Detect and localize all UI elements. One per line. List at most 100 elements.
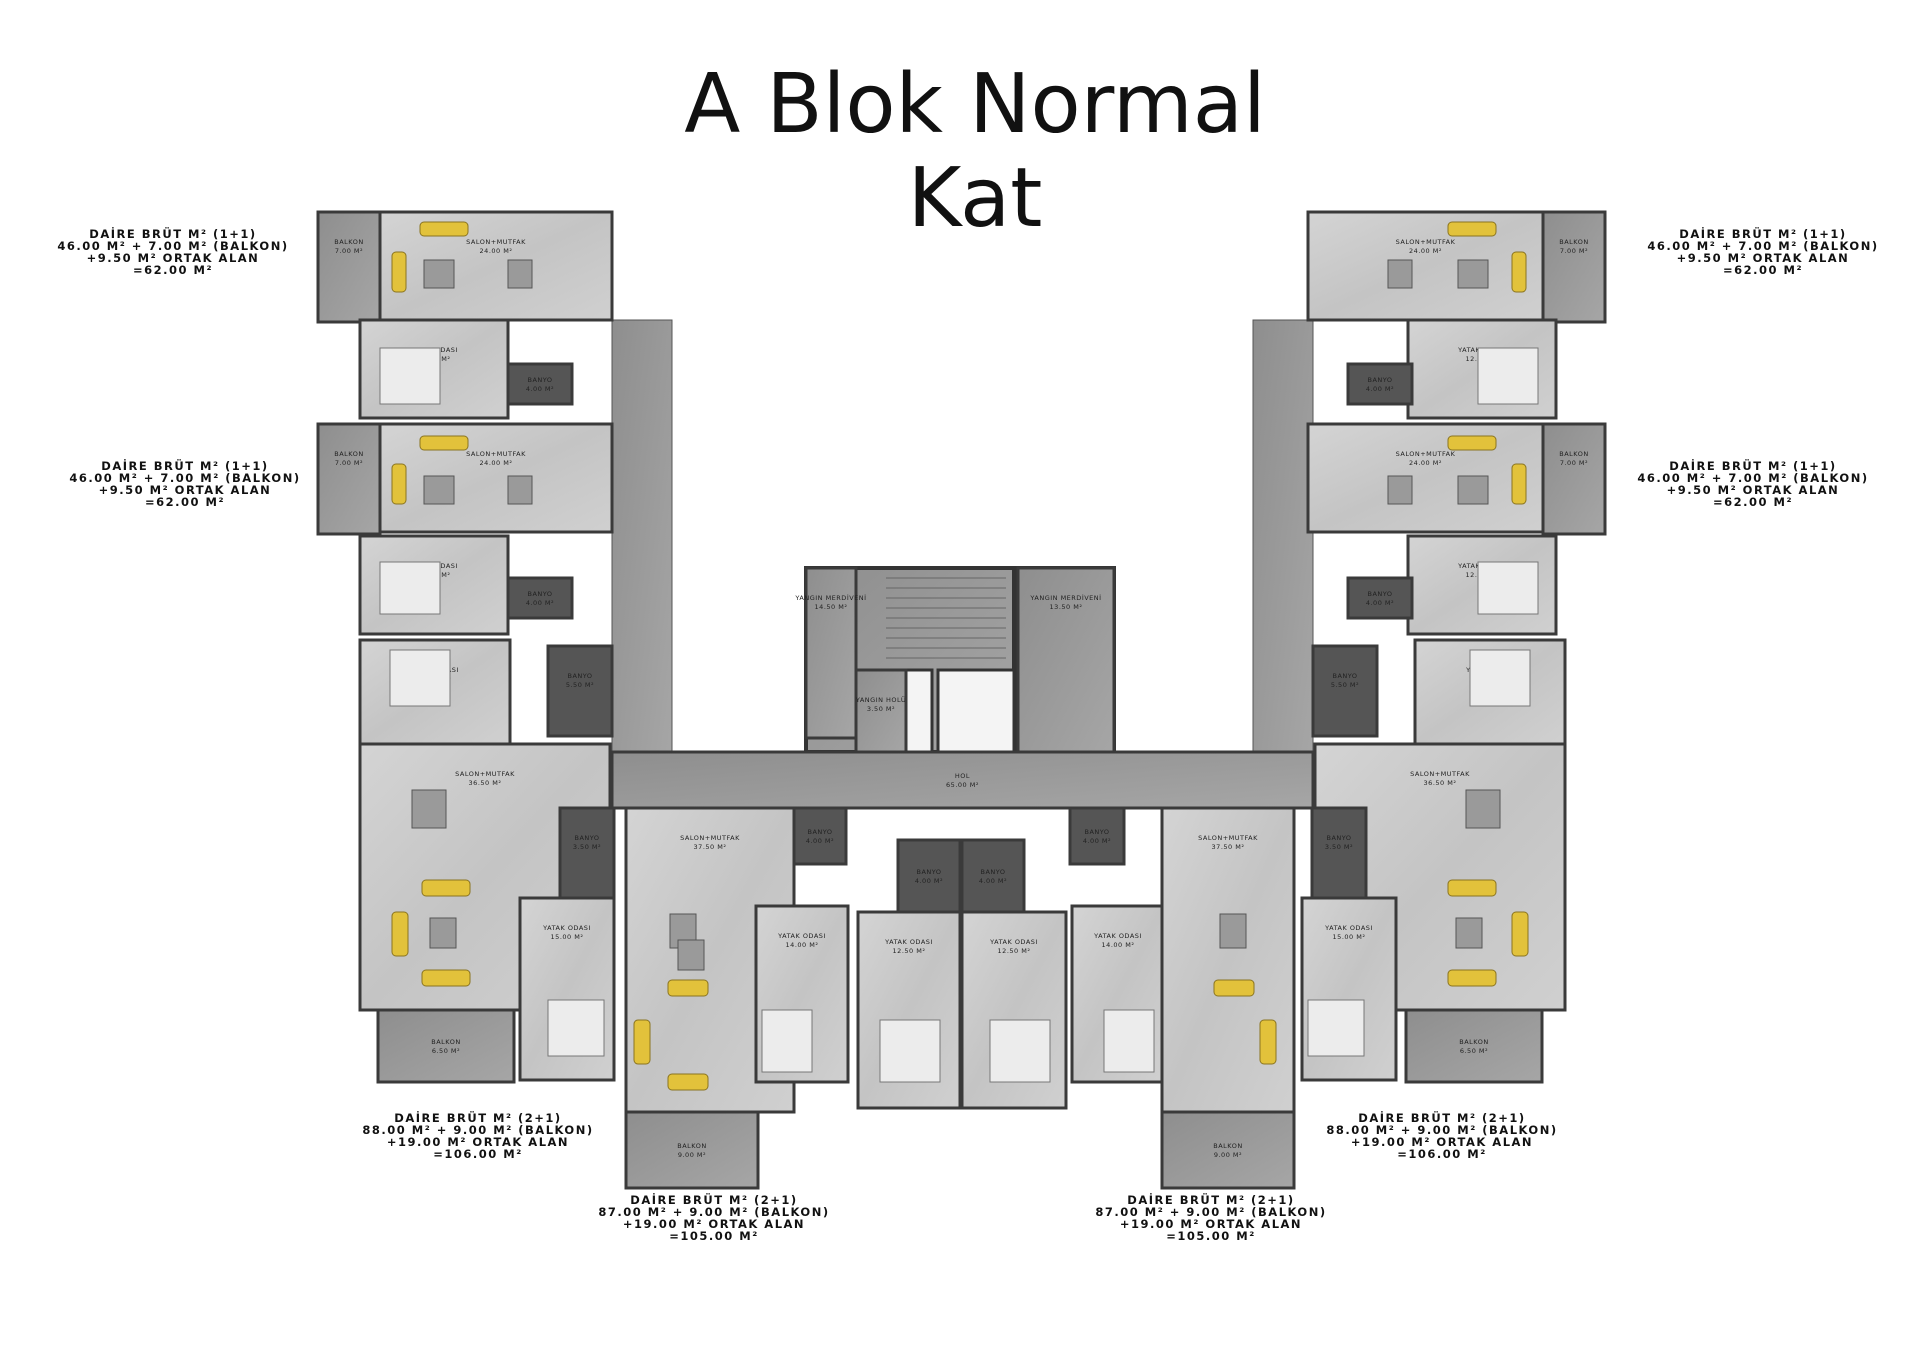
room-area: 24.00 M²	[1409, 459, 1442, 467]
room-name: BANYO	[981, 868, 1006, 876]
sofa-10	[421, 969, 471, 987]
sofa-2	[419, 435, 469, 451]
room-area: 24.00 M²	[480, 247, 513, 255]
table-2	[423, 475, 455, 505]
unit-summary-line: 88.00 M² + 9.00 M² (BALKON)	[1326, 1123, 1557, 1137]
table-6	[1387, 475, 1413, 505]
bed-9	[989, 1019, 1051, 1083]
unit-summary-line: =105.00 M²	[669, 1229, 759, 1243]
room-name: SALON+MUTFAK	[466, 238, 526, 246]
bed-8	[879, 1019, 941, 1083]
room-name: BALKON	[1459, 1038, 1488, 1046]
room-name: BANYO	[1368, 376, 1393, 384]
room-name: BANYO	[1368, 590, 1393, 598]
sofa-13	[1447, 969, 1497, 987]
page-title: A Blok Normal Kat	[0, 58, 1920, 246]
unit-summary-line: DAİRE BRÜT M² (2+1)	[1127, 1192, 1294, 1207]
room-name: BANYO	[1327, 834, 1352, 842]
bed-5	[1469, 649, 1531, 707]
unit-summary-line: +9.50 M² ORTAK ALAN	[1677, 251, 1850, 265]
room-name: BANYO	[528, 376, 553, 384]
unit-summary-line: DAİRE BRÜT M² (2+1)	[630, 1192, 797, 1207]
room-area: 4.00 M²	[1366, 385, 1394, 393]
unit-summary-3: DAİRE BRÜT M² (1+1)46.00 M² + 7.00 M² (B…	[1637, 458, 1867, 509]
unit-summary-line: +19.00 M² ORTAK ALAN	[1120, 1217, 1302, 1231]
unit-summary-6: DAİRE BRÜT M² (2+1)87.00 M² + 9.00 M² (B…	[1095, 1192, 1325, 1243]
bed-10	[1103, 1009, 1155, 1073]
room-name: BANYO	[575, 834, 600, 842]
sofa-0	[419, 221, 469, 237]
table-1	[507, 259, 533, 289]
room-name: BANYO	[808, 828, 833, 836]
sofa-9	[391, 911, 409, 957]
room-area: 12.50 M²	[893, 947, 926, 955]
room-area: 4.00 M²	[915, 877, 943, 885]
sofa-3	[391, 463, 407, 505]
unit-labels: DAİRE BRÜT M² (1+1)46.00 M² + 7.00 M² (B…	[57, 226, 1877, 1243]
unit-summary-line: 46.00 M² + 7.00 M² (BALKON)	[57, 239, 288, 253]
unit-summary-line: =106.00 M²	[1397, 1147, 1487, 1161]
room-area: 4.00 M²	[526, 599, 554, 607]
room-name: BANYO	[528, 590, 553, 598]
room-area: 13.50 M²	[1050, 603, 1083, 611]
room-name: BALKON	[431, 1038, 460, 1046]
room-area: 4.00 M²	[526, 385, 554, 393]
unit-summary-line: =106.00 M²	[433, 1147, 523, 1161]
unit-summary-line: =62.00 M²	[1713, 495, 1793, 509]
room-area: 7.00 M²	[335, 459, 363, 467]
room-name: YANGIN MERDİVENİ	[1029, 593, 1101, 602]
room-area: 15.00 M²	[1333, 933, 1366, 941]
title-line-2: Kat	[907, 151, 1043, 246]
unit-summary-line: DAİRE BRÜT M² (2+1)	[1358, 1110, 1525, 1125]
room-area: 14.50 M²	[815, 603, 848, 611]
bed-6	[547, 999, 605, 1057]
unit-summary-4: DAİRE BRÜT M² (2+1)88.00 M² + 9.00 M² (B…	[362, 1110, 592, 1161]
unit-summary-line: DAİRE BRÜT M² (2+1)	[394, 1110, 561, 1125]
room-name: BANYO	[1085, 828, 1110, 836]
unit-summary-line: +9.50 M² ORTAK ALAN	[87, 251, 260, 265]
sofa-16	[667, 1073, 709, 1091]
unit-summary-line: +19.00 M² ORTAK ALAN	[623, 1217, 805, 1231]
room-area: 9.00 M²	[1214, 1151, 1242, 1159]
room-area: 4.00 M²	[979, 877, 1007, 885]
table-3	[507, 475, 533, 505]
corridor-left	[611, 319, 673, 761]
room-area: 4.00 M²	[1083, 837, 1111, 845]
table-11	[677, 939, 705, 971]
room-area: 36.50 M²	[1424, 779, 1457, 787]
room-area: 7.00 M²	[1560, 247, 1588, 255]
room-area: 5.50 M²	[566, 681, 594, 689]
unit-summary-line: 46.00 M² + 7.00 M² (BALKON)	[69, 471, 300, 485]
room-name: YATAK ODASI	[1093, 932, 1142, 940]
room-name: HOL	[955, 772, 970, 780]
unit-summary-line: =62.00 M²	[133, 263, 213, 277]
sofa-7	[1511, 463, 1527, 505]
furniture	[379, 221, 1539, 1091]
room-area: 6.50 M²	[1460, 1047, 1488, 1055]
sofa-11	[1447, 879, 1497, 897]
table-7	[1457, 475, 1489, 505]
bed-1	[379, 561, 441, 615]
room-name: YATAK ODASI	[542, 924, 591, 932]
room-area: 3.50 M²	[867, 705, 895, 713]
room-name: BANYO	[917, 868, 942, 876]
room-area: 4.00 M²	[806, 837, 834, 845]
room-name: SALON+MUTFAK	[1410, 770, 1470, 778]
room-area: 37.50 M²	[1212, 843, 1245, 851]
table-8	[411, 789, 447, 829]
bed-7	[761, 1009, 813, 1073]
